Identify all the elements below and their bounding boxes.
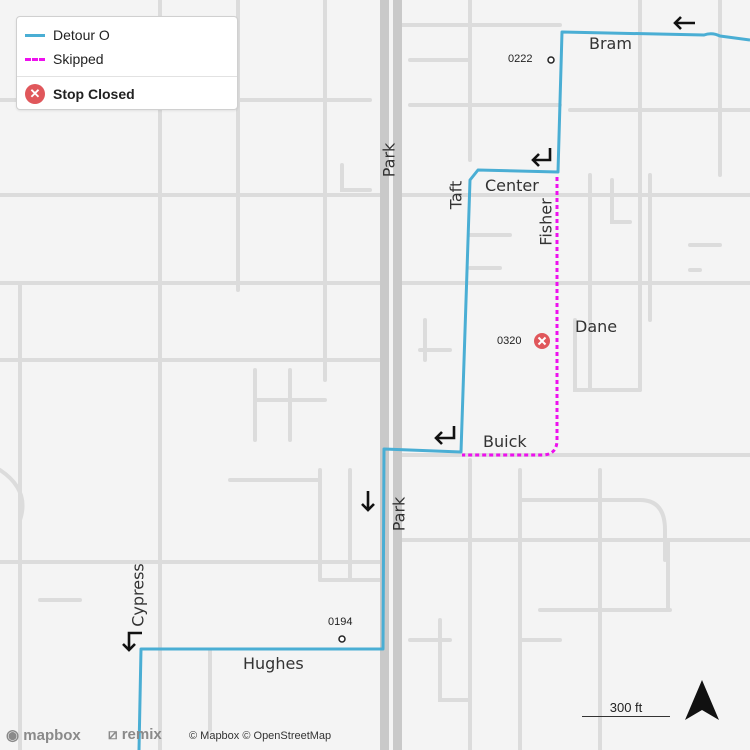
remix-logo-text: remix bbox=[121, 726, 162, 743]
turn-arrow-icon bbox=[434, 426, 456, 445]
legend-skipped-label: Skipped bbox=[53, 51, 104, 67]
street-label-dane: Dane bbox=[575, 317, 618, 336]
legend-closed: ✕ Stop Closed bbox=[25, 84, 135, 104]
map-legend: Detour O Skipped ✕ Stop Closed bbox=[16, 16, 238, 110]
skipped-line-icon bbox=[25, 57, 45, 61]
street-label-park-south: Park bbox=[389, 496, 409, 532]
stop-id-0320: 0320 bbox=[497, 335, 522, 347]
scale-label: 300 ft bbox=[609, 700, 643, 715]
mapbox-logo[interactable]: ◉ mapbox bbox=[6, 726, 81, 744]
stop-0194[interactable] bbox=[338, 635, 346, 643]
remix-logo-icon: ⧄ bbox=[108, 726, 118, 743]
street-label-fisher: Fisher bbox=[536, 198, 556, 246]
legend-detour-label: Detour O bbox=[53, 27, 110, 43]
map-attribution[interactable]: © Mapbox © OpenStreetMap bbox=[189, 730, 332, 742]
mapbox-logo-text: mapbox bbox=[23, 727, 81, 744]
detour-route bbox=[137, 30, 750, 750]
stop-0222[interactable] bbox=[547, 56, 555, 64]
street-label-bram: Bram bbox=[589, 34, 632, 53]
legend-divider bbox=[17, 76, 237, 77]
street-label-taft: Taft bbox=[446, 180, 466, 210]
street-label-park-north: Park bbox=[379, 142, 399, 178]
legend-detour: Detour O bbox=[25, 25, 110, 45]
turn-arrow-icon bbox=[673, 16, 695, 30]
turn-arrow-icon bbox=[361, 491, 375, 512]
detour-line-icon bbox=[25, 33, 45, 37]
legend-skipped: Skipped bbox=[25, 49, 104, 69]
stop-id-0222: 0222 bbox=[508, 53, 533, 65]
stop-closed-0320[interactable] bbox=[534, 333, 550, 349]
street-label-hughes: Hughes bbox=[243, 654, 304, 673]
north-arrow-icon bbox=[685, 680, 719, 720]
park-highway bbox=[380, 0, 402, 750]
street-label-center: Center bbox=[485, 176, 539, 195]
stop-id-0194: 0194 bbox=[328, 616, 353, 628]
legend-closed-label: Stop Closed bbox=[53, 86, 135, 102]
stop-closed-icon: ✕ bbox=[25, 84, 45, 104]
skipped-segment bbox=[462, 177, 559, 457]
turn-arrow-icon bbox=[531, 148, 552, 167]
street-label-buick: Buick bbox=[483, 432, 527, 451]
turn-arrow-icon bbox=[122, 631, 142, 652]
remix-logo[interactable]: ⧄ remix bbox=[108, 726, 162, 743]
mapbox-logo-icon: ◉ bbox=[6, 727, 20, 744]
scale-bar bbox=[582, 716, 670, 717]
street-label-cypress: Cypress bbox=[128, 563, 148, 627]
